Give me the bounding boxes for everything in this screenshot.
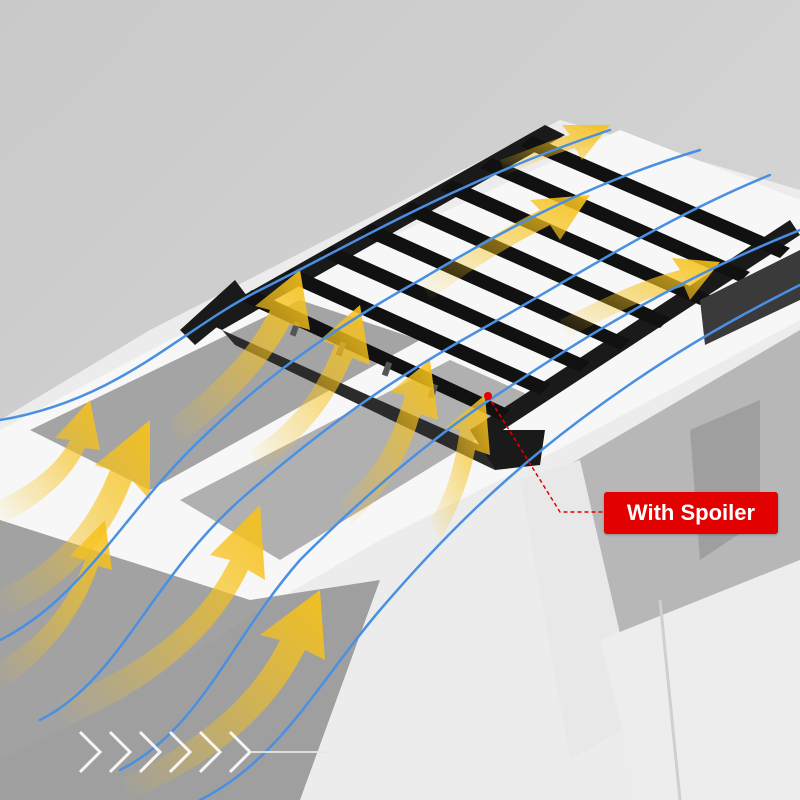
airflow-lines xyxy=(0,128,800,800)
with-spoiler-label: With Spoiler xyxy=(604,492,778,534)
callout-connector xyxy=(484,392,604,513)
chevron-right-icon xyxy=(78,730,330,774)
airflow-arrows xyxy=(0,125,720,800)
